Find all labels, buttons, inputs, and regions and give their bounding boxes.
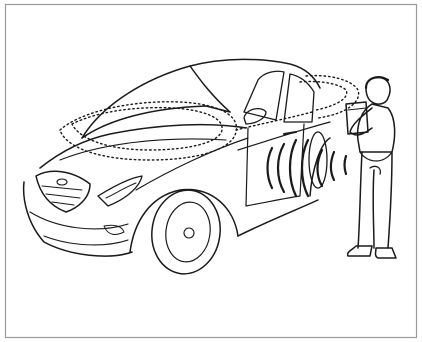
frame-border (6, 5, 417, 338)
car-grille-bar-2 (46, 194, 80, 198)
signal-arc-1 (268, 148, 273, 188)
signal-arc-6 (331, 152, 334, 180)
range-rear-inner (300, 81, 347, 110)
person-right-shoe (376, 248, 397, 258)
car-lower-intake (44, 236, 128, 245)
car-bumper-line (30, 212, 128, 229)
car-fog-light (104, 225, 124, 234)
car-a-pillar (190, 66, 230, 112)
car-grille-bar-3 (52, 202, 74, 205)
person-right-leg (388, 152, 392, 248)
person-hair (366, 77, 388, 88)
person-head (366, 77, 390, 104)
range-front-inner (72, 108, 222, 150)
car-emblem (57, 179, 67, 185)
car-front-wheel-arch (130, 190, 238, 252)
car-door-handle (284, 132, 296, 134)
person-hand-key (370, 166, 380, 174)
car-fender-line (136, 138, 248, 190)
car-front-hub (184, 228, 194, 238)
person-hip (360, 152, 392, 161)
car-front-rim (162, 199, 214, 265)
person-torso (358, 104, 395, 152)
car-roof (82, 59, 320, 138)
person-left-leg (358, 152, 362, 248)
car-grille-bar-1 (42, 186, 82, 190)
shopping-bag-fold (348, 108, 366, 110)
sedan-car (24, 59, 330, 278)
signal-arcs (268, 140, 347, 196)
signal-arc-3 (290, 140, 296, 196)
signal-arc-2 (278, 144, 284, 192)
person-inseam (373, 170, 374, 248)
person-arm (350, 108, 372, 135)
car-grille (36, 171, 90, 212)
person-left-shoe (348, 246, 372, 256)
car-hood (40, 125, 246, 168)
signal-arc-7 (345, 156, 347, 174)
car-headlight-inner (106, 183, 136, 198)
car-front-window (244, 71, 284, 120)
range-side (236, 112, 312, 130)
